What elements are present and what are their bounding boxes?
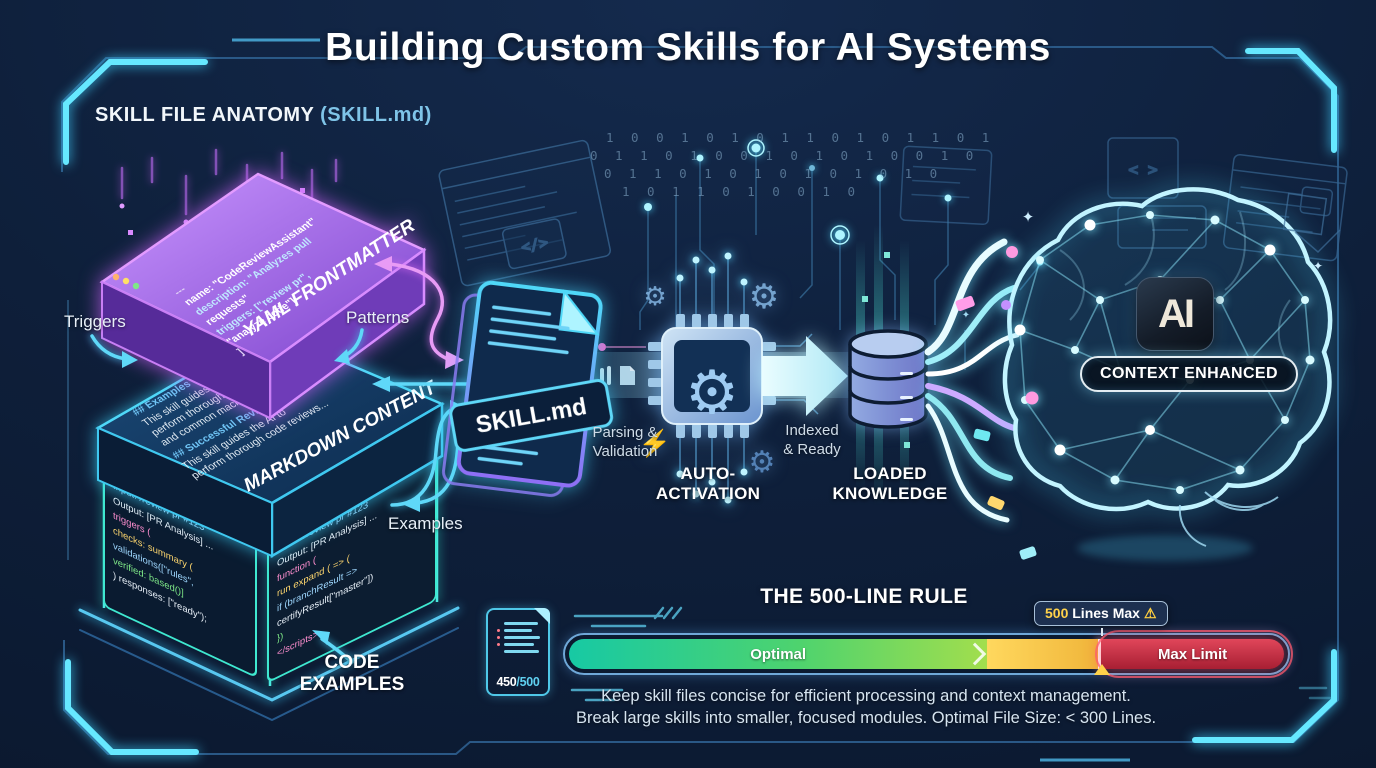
parsing-caption-line1: Parsing & <box>592 424 658 441</box>
ghost-window-mid <box>899 145 993 226</box>
sparkle-icon: ✦ <box>1022 209 1035 226</box>
doc-line <box>497 636 540 639</box>
parsing-caption-line2: Validation <box>592 442 658 460</box>
beam-glyphs <box>598 343 646 385</box>
purple-rain <box>120 148 338 216</box>
yaml-line: ] <box>235 347 247 357</box>
limit-badge-value: 500 <box>1045 605 1069 621</box>
rule-caption-line1: Keep skill files concise for efficient p… <box>601 687 1131 705</box>
anatomy-heading: SKILL FILE ANATOMY (SKILL.md) <box>95 104 432 127</box>
gear-icon: ⚙ <box>749 446 776 479</box>
callout-triggers: Triggers <box>64 312 126 331</box>
limit-badge-text: Lines Max <box>1068 605 1140 621</box>
rule-title: THE 500-LINE RULE <box>760 585 968 608</box>
neural-cables <box>924 238 1020 523</box>
doc-line <box>504 622 538 625</box>
code-line: }) <box>277 631 283 644</box>
gauge-optimal-segment: Optimal <box>569 639 988 669</box>
anatomy-heading-filename: (SKILL.md) <box>320 104 432 126</box>
callout-arrows <box>90 256 472 664</box>
doc-line <box>497 629 532 632</box>
frame-corner-accents <box>63 48 1337 755</box>
binary-row: 1 0 0 1 0 1 0 1 1 0 1 0 1 1 0 1 <box>606 130 995 145</box>
gear-icon: ⚙ <box>749 278 779 316</box>
angle-brackets-icon: < > <box>1129 160 1158 179</box>
loaded-label-line1: LOADED <box>853 464 927 483</box>
doc-line <box>497 643 534 646</box>
indexed-caption-line1: Indexed <box>785 422 839 439</box>
parsing-validation-caption: Parsing & Validation <box>566 424 684 462</box>
gear-icon: ⚙ <box>643 281 666 311</box>
line-limit-gauge: Optimal Max Limit <box>563 630 1293 678</box>
doc-line <box>504 650 539 653</box>
code-panel-left: Input: /review pr #123 Output: [PR Analy… <box>103 449 257 676</box>
loaded-knowledge-label: LOADED KNOWLEDGE <box>824 464 956 505</box>
file-counter-current: 450 <box>496 675 517 689</box>
callout-code-examples: CODE EXAMPLES <box>299 652 405 695</box>
skill-md-file-icon: SKILL.md <box>441 280 614 497</box>
tech-frame <box>61 46 1339 755</box>
cerebellum <box>1178 491 1279 547</box>
flow-arrow-icon <box>762 336 848 416</box>
gauge-warning-segment <box>987 639 1099 669</box>
ghost-window-left: </> <box>438 139 611 287</box>
limit-marker-icon <box>1094 664 1110 675</box>
anatomy-heading-text: SKILL FILE ANATOMY <box>95 104 315 126</box>
cable-chips <box>955 295 1037 560</box>
file-counter: 450/500 <box>488 675 548 689</box>
auto-label-line2: ACTIVATION <box>655 484 761 504</box>
chevron-right-icon <box>963 642 987 666</box>
gauge-max-segment: Max Limit <box>1095 630 1293 678</box>
gauge-optimal-label: Optimal <box>750 645 807 663</box>
callout-examples: Examples <box>388 514 463 533</box>
stack-base-platform <box>78 606 460 722</box>
yaml-layer: --- name: "CodeReviewAssistant" descript… <box>99 172 427 421</box>
rule-caption: Keep skill files concise for efficient p… <box>518 685 1214 730</box>
binary-row: 0 1 1 0 1 0 0 1 0 1 0 1 0 0 1 0 <box>590 148 979 163</box>
sparkle-icon: ✦ <box>1313 259 1323 273</box>
limit-badge-stem <box>1101 628 1103 636</box>
sparkle-icon: ✦ <box>962 310 970 321</box>
file-counter-max: /500 <box>516 675 540 689</box>
context-enhanced-badge: CONTEXT ENHANCED <box>1080 356 1298 392</box>
file-counter-icon: 450/500 <box>486 608 550 696</box>
limit-badge: 500 Lines Max⚠ <box>1034 601 1168 626</box>
gauge-limit-divider <box>1098 639 1102 669</box>
warning-icon: ⚠ <box>1143 605 1157 621</box>
loaded-label-line2: KNOWLEDGE <box>832 484 948 504</box>
binary-row: 0 1 1 0 1 0 1 0 1 0 1 0 1 0 <box>604 166 943 181</box>
rule-caption-line2: Break large skills into smaller, focused… <box>575 709 1157 728</box>
circuit-traces <box>67 150 1041 560</box>
database-icon <box>848 329 928 429</box>
geometry-doodle <box>1282 192 1341 254</box>
page-title: Building Custom Skills for AI Systems <box>325 26 1051 69</box>
binary-row: 1 0 1 1 0 1 0 0 1 0 <box>622 184 860 199</box>
callout-patterns: Patterns <box>346 308 410 327</box>
gauge-max-label: Max Limit <box>1157 645 1228 663</box>
auto-label-line1: AUTO- <box>680 464 736 483</box>
gear-icon: ⚙ <box>685 359 739 426</box>
ai-badge: AI <box>1136 277 1214 351</box>
chip-traces <box>679 258 819 498</box>
indexed-caption-line2: & Ready <box>783 440 841 458</box>
auto-activation-label: AUTO- ACTIVATION <box>644 464 772 505</box>
lightning-icon: ⚡ <box>639 428 671 459</box>
speed-dashes <box>570 606 1332 702</box>
indexed-ready-caption: Indexed & Ready <box>764 422 860 460</box>
frame-dashes <box>232 38 1130 762</box>
window-controls <box>112 273 140 290</box>
folded-corner <box>558 289 600 336</box>
